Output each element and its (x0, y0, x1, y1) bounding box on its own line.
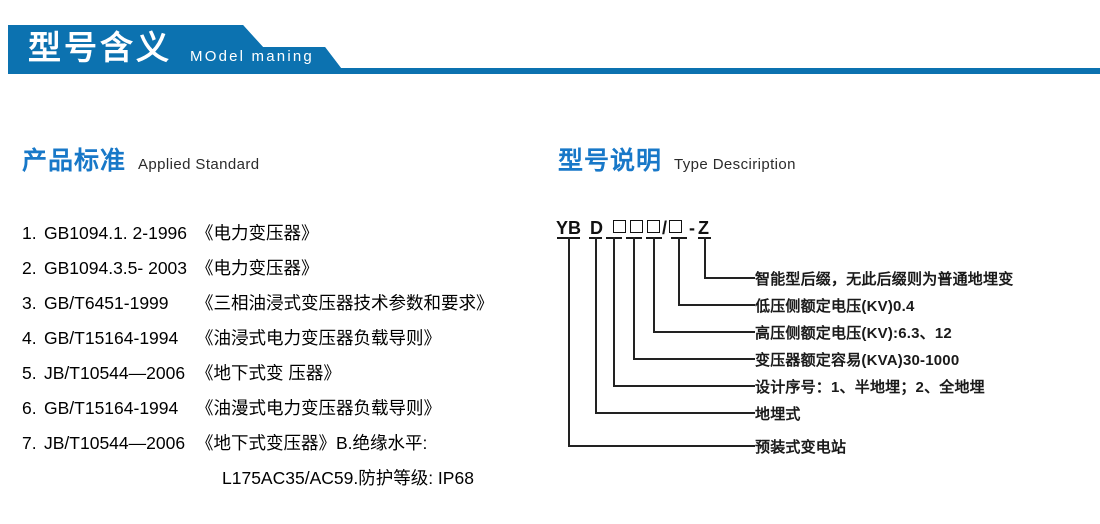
code-part-dash: - (689, 218, 696, 238)
standards-list: 1. GB1094.1. 2-1996 《电力变压器》 2. GB1094.3.5- … (22, 216, 542, 496)
model-label-hv-rated-voltage: 高压侧额定电压(KV):6.3、12 (755, 325, 952, 342)
model-label-prefab-substation: 预装式变电站 (755, 439, 847, 456)
list-item-name: 《油浸式电力变压器负载导则》 (196, 328, 441, 348)
leader-hline-3 (653, 331, 755, 333)
list-item-name: 《油漫式电力变压器负载导则》 (196, 398, 441, 418)
section-heading-cn: 型号说明 (558, 147, 663, 175)
list-item-code: JB/T10544—2006 (44, 433, 186, 453)
leader-hline-6 (595, 412, 755, 414)
code-part-yb: YB (556, 218, 582, 238)
code-box-3 (647, 220, 661, 233)
list-item: 2. GB1094.3.5- 2003 《电力变压器》 (22, 251, 542, 286)
model-label-rated-capacity: 变压器额定容易(KVA)30-1000 (755, 352, 960, 369)
list-item-name: 《三相油浸式变压器技术参数和要求》 (196, 293, 494, 313)
leader-hline-7 (568, 445, 755, 447)
section-heading-type-description: 型号说明 Type Desciription (558, 141, 796, 177)
list-item-code: GB/T6451-1999 (44, 293, 169, 313)
leader-vline-7 (568, 237, 570, 446)
list-item-number: 1. (22, 223, 37, 243)
list-item-number: 6. (22, 398, 37, 418)
list-item: 6. GB/T15164-1994 《油漫式电力变压器负载导则》 (22, 391, 542, 426)
leader-hline-5 (613, 385, 755, 387)
leader-hline-1 (704, 277, 755, 279)
list-item: 7. JB/T10544—2006 《地下式变压器》B.绝缘水平: (22, 426, 542, 461)
code-box-1 (613, 220, 627, 233)
model-label-intelligent-suffix: 智能型后缀，无此后缀则为普通地埋变 (755, 271, 1014, 288)
list-item: 3. GB/T6451-1999 《三相油浸式变压器技术参数和要求》 (22, 286, 542, 321)
leader-hline-2 (678, 304, 755, 306)
list-item: 4. GB/T15164-1994 《油浸式电力变压器负载导则》 (22, 321, 542, 356)
list-item-code: GB1094.1. 2-1996 (44, 223, 188, 243)
code-part-z: Z (698, 218, 710, 238)
list-item-number: 2. (22, 258, 37, 278)
section-heading-en: Applied Standard (138, 156, 260, 173)
code-box-4 (669, 220, 683, 233)
leader-vline-5 (613, 237, 615, 386)
list-item-code: GB/T15164-1994 (44, 398, 179, 418)
page-banner: 型号含义 MOdel maning (0, 0, 1100, 100)
leader-vline-6 (595, 237, 597, 413)
list-item-name: 《地下式变 压器》 (196, 363, 341, 383)
list-item-number: 7. (22, 433, 37, 453)
model-code-text: YB D / -Z (556, 218, 709, 239)
list-item-continuation: L175AC35/AC59.防护等级: IP68 (222, 468, 474, 488)
leader-vline-3 (653, 237, 655, 332)
list-item: 1. GB1094.1. 2-1996 《电力变压器》 (22, 216, 542, 251)
list-item-number: 4. (22, 328, 37, 348)
list-item-code: GB/T15164-1994 (44, 328, 179, 348)
banner-subtitle: MOdel maning (190, 48, 314, 65)
list-item-number: 3. (22, 293, 37, 313)
list-item-name: 《地下式变压器》B.绝缘水平: (196, 433, 428, 453)
leader-hline-4 (633, 358, 755, 360)
code-part-slash: / (662, 218, 668, 238)
section-heading-cn: 产品标准 (22, 147, 127, 175)
banner-shape (8, 25, 1100, 74)
model-label-lv-rated-voltage: 低压侧额定电压(KV)0.4 (755, 298, 915, 315)
list-item: 5. JB/T10544—2006 《地下式变 压器》 (22, 356, 542, 391)
code-box-2 (630, 220, 644, 233)
banner-title: 型号含义 (28, 29, 172, 66)
leader-vline-1 (704, 237, 706, 278)
leader-vline-4 (633, 237, 635, 359)
list-item-code: GB1094.3.5- 2003 (44, 258, 188, 278)
model-label-design-serial: 设计序号：1、半地埋；2、全地埋 (755, 379, 985, 396)
list-item-code: JB/T10544—2006 (44, 363, 186, 383)
list-item-name: 《电力变压器》 (196, 258, 319, 278)
model-label-buried-type: 地埋式 (755, 406, 801, 423)
list-item-number: 5. (22, 363, 37, 383)
list-item-name: 《电力变压器》 (196, 223, 319, 243)
leader-vline-2 (678, 237, 680, 305)
section-heading-applied-standard: 产品标准 Applied Standard (22, 141, 260, 177)
code-part-d: D (590, 218, 604, 238)
section-heading-en: Type Desciription (674, 156, 796, 173)
